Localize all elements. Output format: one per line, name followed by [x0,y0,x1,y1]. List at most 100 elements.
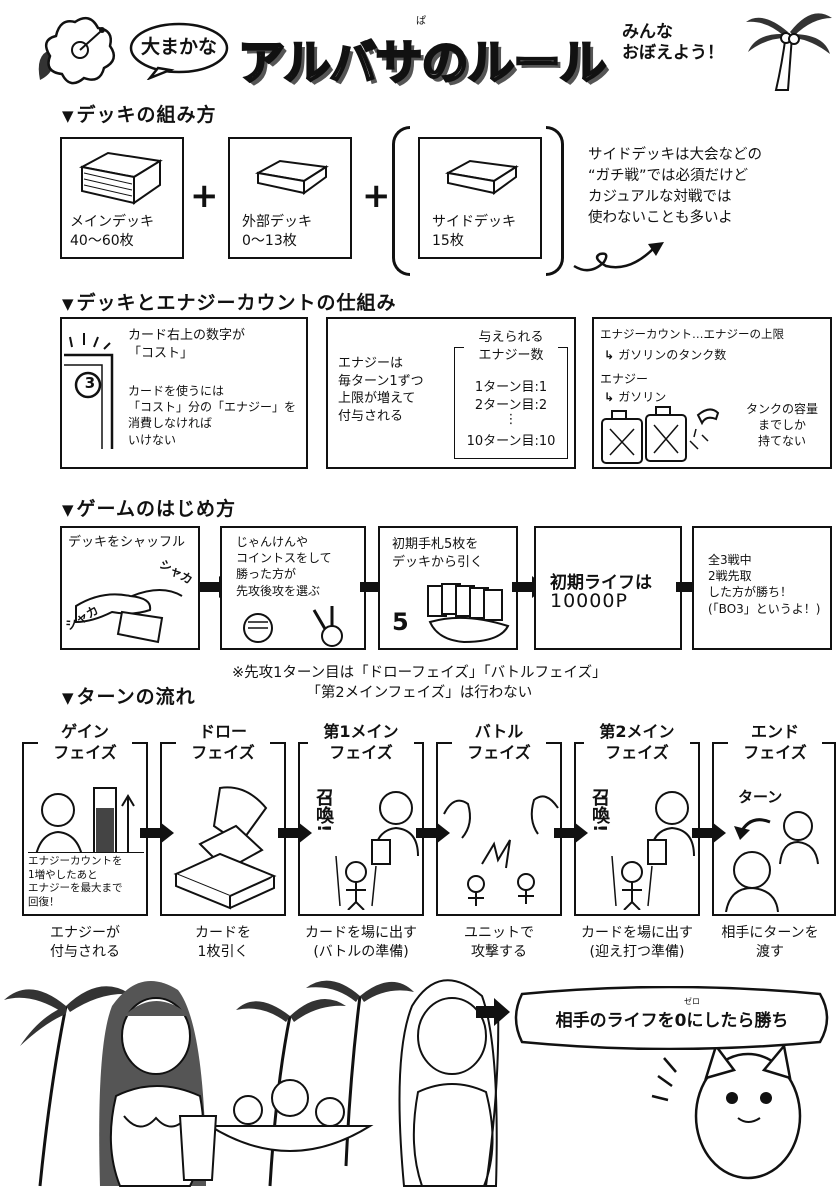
draw-card-icon [173,786,277,910]
hibiscus-icon [30,10,120,92]
win-condition-text: 相手のライフを0にしたら勝ち [555,1011,789,1031]
analogy-line3: エナジー [600,372,649,386]
grant-table-title: 与えられる エナジー数 [464,329,558,365]
win-condition-bubble: ゼロ 相手のライフを0にしたら勝ち [508,986,834,1050]
phase-box-main2: 召喚! [574,742,700,916]
turn-first-player-note: ※先攻1ターン目は「ドローフェイズ」「バトルフェイズ」 「第2メインフェイズ」は… [232,665,607,701]
grant-row: 1ターン目:1 [474,380,548,395]
battle-icon [443,795,559,906]
step-text: じゃんけんや コイントスをして 勝った方が 先攻後攻を選ぶ [236,535,332,598]
hand-size-number: 5 [392,608,409,636]
energy-gauge-icon [93,787,135,865]
turn-sfx: ターン [738,788,783,806]
step-text: デッキをシャッフル [68,535,186,550]
title-badge: 大まかな [128,20,230,80]
beach-scene-illustration [4,979,802,1187]
card-stack-icon [255,159,329,195]
swirl-arrow-icon [573,242,664,272]
summon-sfx: 召喚! [313,788,334,833]
bracket-left [392,126,410,276]
gasoline-analogy-box: エナジーカウント…エナジーの上限 ↳ ガソリンのタンク数 エナジー ↳ ガソリン… [592,317,832,469]
turn-arrow-icon: ↳ [604,390,619,404]
speech-bubble [514,986,829,1050]
phase-title-gain: ゲイン フェイズ [38,722,132,764]
phase-caption-main2: カードを場に出す (迎え打つ準備) [581,925,693,960]
main-deck-box: メインデッキ 40〜60枚 [60,137,184,259]
hand-of-cards-icon [427,583,510,644]
arrow-right-icon [140,822,174,844]
step-text: 初期手札5枚を デッキから引く [392,537,484,570]
start-step-draw: 初期手札5枚を デッキから引く 5 [378,526,518,650]
section-heading-energy: ▼デッキとエナジーカウントの仕組み [62,292,397,314]
vertical-dots: ⋮ [504,412,518,427]
section-heading-start: ▼ゲームのはじめ方 [62,498,236,520]
phase-box-battle [436,742,562,916]
energy-grant-box: エナジーは 毎ターン1ずつ 上限が増えて 付与される 与えられる エナジー数 1… [326,317,576,469]
gain-detail: エナジーカウントを 1増やしたあと エナジーを最大まで 回復！ [28,852,144,910]
cost-number: 3 [84,374,96,392]
analogy-line5: タンクの容量 までしか 持てない [745,402,818,449]
phase-box-end: ターン [712,742,836,916]
card-stack-icon [79,151,163,205]
phase-caption-main1: カードを場に出す (バトルの準備) [305,925,417,960]
arrow-right-icon [554,822,588,844]
cost-line1: カード右上の数字が 「コスト」 [128,328,246,361]
summon-icon [611,791,695,910]
bracket-right [546,126,564,276]
grant-row: 2ターン目:2 [474,398,548,413]
section-heading-turn: ▼ターンの流れ [62,686,196,708]
palm-tree-icon [742,4,834,92]
pass-turn-icon [725,811,819,912]
phase-caption-draw: カードを 1枚引く [195,925,251,960]
phase-title-main2: 第2メイン フェイズ [584,722,690,764]
analogy-line2: ↳ ガソリンのタンク数 [604,348,727,362]
phase-box-gain: エナジーカウントを 1増やしたあと エナジーを最大まで 回復！ [22,742,148,916]
step-text: 全3戦中 2戦先取 した方が勝ち！ (「BO3」というよ！) [708,553,821,616]
main-deck-label: メインデッキ 40〜60枚 [70,214,154,249]
extra-deck-box: 外部デッキ 0〜13枚 [228,137,352,259]
side-deck-label: サイドデッキ 15枚 [432,214,516,249]
rock-paper-icon [243,606,343,647]
badge-text: 大まかな [140,36,217,58]
cost-line2: カードを使うには 「コスト」分の「エナジー」を 消費しなければ いけない [128,384,297,447]
title-text: アルバサのルール [237,35,608,93]
turn-arrow-icon: ↳ [604,348,619,362]
page-title: ぱ アルバサのルール [237,14,608,92]
analogy-line1: エナジーカウント…エナジーの上限 [600,327,784,341]
tagline: みんな おぼえよう！ [622,22,724,64]
phase-caption-gain: エナジーが 付与される [50,925,120,960]
grant-row: 10ターン目:10 [466,434,556,449]
summon-icon [335,791,419,910]
phase-title-main1: 第1メイン フェイズ [308,722,414,764]
arrow-right-icon [278,822,312,844]
start-step-shuffle: デッキをシャッフル シャカ シャカ [60,526,200,650]
section-heading-deck: ▼デッキの組み方 [62,104,217,126]
start-step-life: 初期ライフは 10000P [534,526,682,650]
initial-life-value: 10000P [550,590,628,612]
shuffle-hands-icon [75,589,183,644]
summon-sfx: 召喚! [589,788,610,833]
card-stack-icon [445,159,519,195]
extra-deck-label: 外部デッキ 0〜13枚 [242,214,312,249]
phase-caption-end: 相手にターンを 渡す [721,925,819,960]
side-deck-box: サイドデッキ 15枚 [418,137,542,259]
arrow-right-icon [692,822,726,844]
title-ruby: ぱ [416,16,426,27]
analogy-line4: ↳ ガソリン [604,390,667,404]
phase-title-battle: バトル フェイズ [452,722,546,764]
cost-explain-box: 3 カード右上の数字が 「コスト」 カードを使うには 「コスト」分の「エナジー」… [60,317,308,469]
gas-can-icon [601,406,720,464]
start-step-bo3: 全3戦中 2戦先取 した方が勝ち！ (「BO3」というよ！) [692,526,832,650]
start-step-janken: じゃんけんや コイントスをして 勝った方が 先攻後攻を選ぶ [220,526,366,650]
phase-box-draw [160,742,286,916]
phase-title-draw: ドロー フェイズ [176,722,270,764]
step-text: 初期ライフは [550,573,652,593]
arrow-right-icon [416,822,450,844]
plus-sign: + [362,176,391,216]
phase-box-main1: 召喚! [298,742,424,916]
phase-caption-battle: ユニットで 攻撃する [464,925,534,960]
side-deck-note: サイドデッキは大会などの “ガチ戦”では必須だけど カジュアルな対戦では 使わな… [588,147,762,227]
plus-sign: + [190,176,219,216]
win-ruby: ゼロ [684,997,700,1006]
card-corner-icon [64,333,114,449]
